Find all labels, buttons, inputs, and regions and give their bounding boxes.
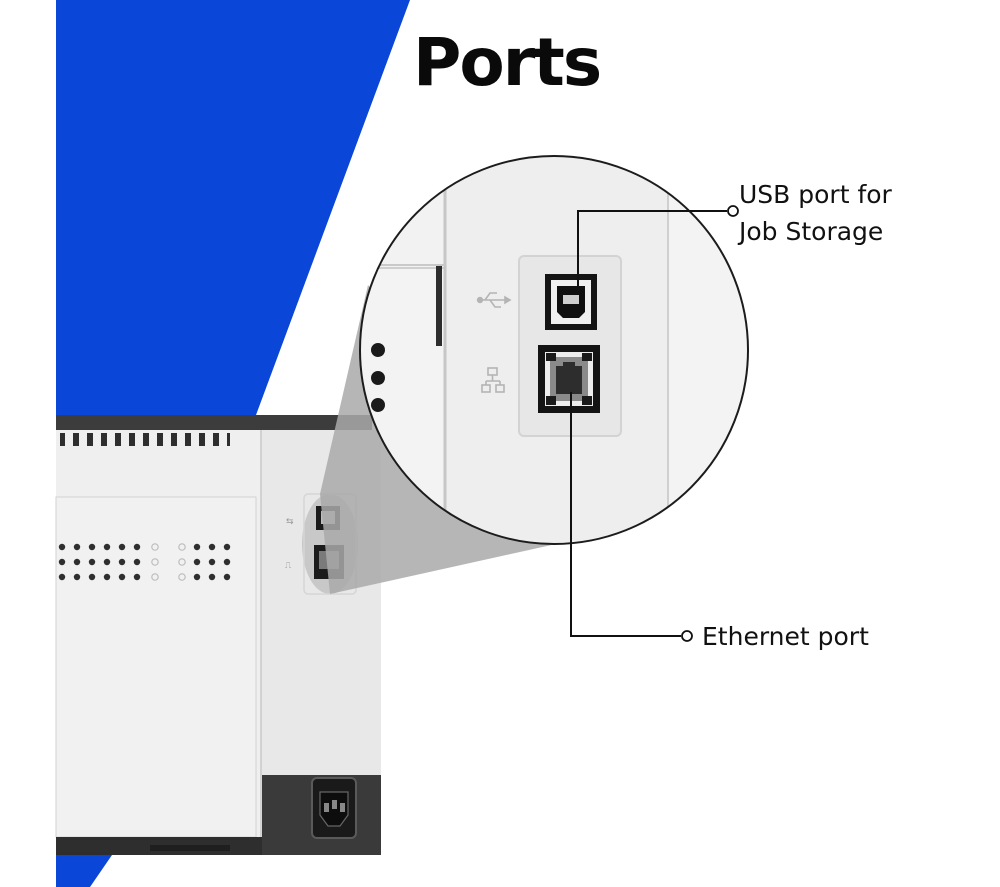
callout-ethernet-endpoint: [681, 630, 693, 642]
usb-callout-line-1: USB port for: [739, 180, 892, 209]
svg-text:⇆: ⇆: [286, 517, 294, 527]
svg-text:⎍: ⎍: [285, 561, 292, 571]
callout-usb-endpoint: [727, 205, 739, 217]
ethernet-jack: [538, 345, 600, 413]
magnified-lens: [360, 156, 748, 544]
page-title: Ports: [413, 24, 602, 101]
callout-ethernet-leader: [570, 392, 681, 637]
usb-port-callout: USB port for Job Storage: [739, 176, 892, 250]
lens-outline: [359, 155, 749, 545]
ethernet-callout-text: Ethernet port: [702, 622, 869, 651]
callout-usb-leader: [577, 210, 727, 292]
power-socket: [311, 777, 357, 839]
usb-icon: [476, 292, 512, 308]
network-icon: [481, 367, 505, 393]
top-vents: [60, 433, 230, 447]
usb-b-port: [545, 274, 597, 330]
dot-vents: [58, 543, 231, 581]
blue-background-band: [56, 0, 410, 415]
blue-background-band-bottom: [56, 855, 112, 887]
ethernet-port-callout: Ethernet port: [702, 618, 869, 655]
usb-callout-line-2: Job Storage: [739, 217, 884, 246]
printer-top-edge: [56, 415, 372, 430]
